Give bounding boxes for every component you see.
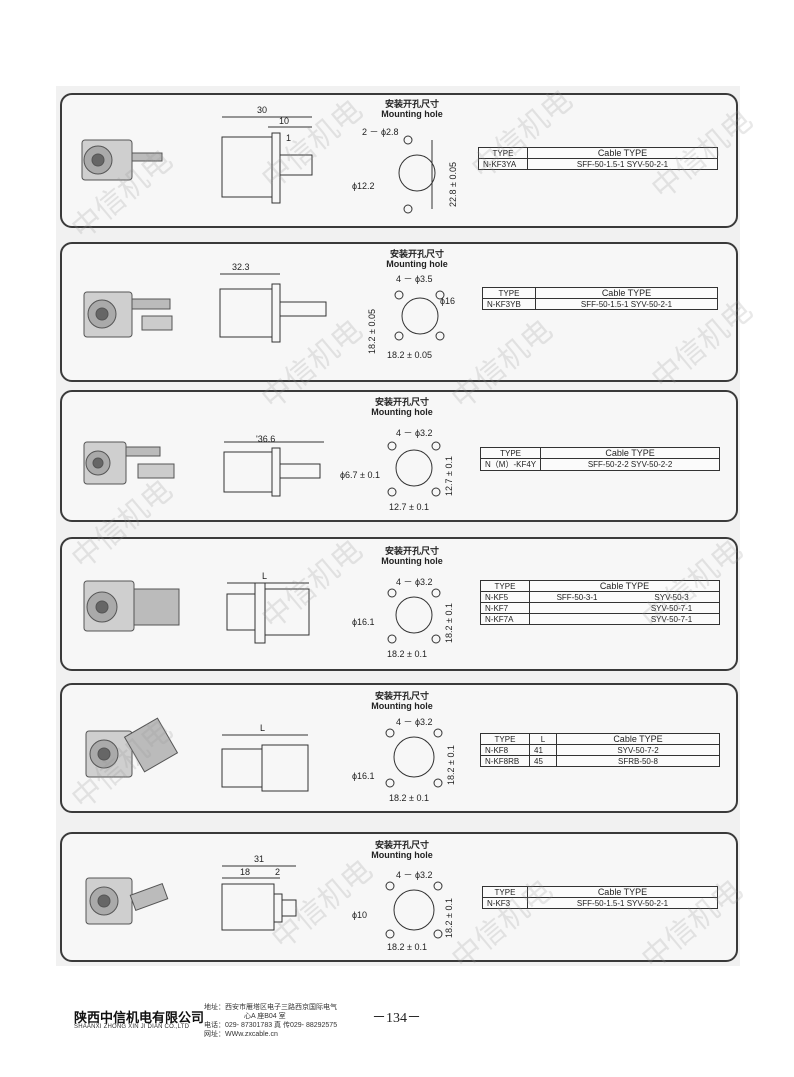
mounting-hole-diagram xyxy=(398,135,436,214)
dim-diameter: ϕ16.1 xyxy=(352,617,375,627)
connector-photo xyxy=(83,441,175,485)
connector-photo xyxy=(81,139,163,181)
connector-drawings xyxy=(83,441,441,497)
side-view-drawing xyxy=(221,734,309,792)
dim-holes: 4 － ϕ3.2 xyxy=(396,577,433,587)
dim-diameter: ϕ10 xyxy=(352,910,368,920)
company-name-en: SHAANXI ZHONG XIN JI DIAN CO.,LTD xyxy=(74,1024,190,1030)
side-view-drawing xyxy=(223,441,324,497)
dim-holes: 2 － ϕ2.8 xyxy=(362,127,399,137)
dim-length: 31 xyxy=(254,854,265,864)
connector-drawings xyxy=(85,865,443,939)
connector-drawings xyxy=(83,273,445,343)
mounting-hole-diagram xyxy=(385,881,443,939)
page-number: －134－ xyxy=(372,1011,421,1026)
side-view-drawing xyxy=(226,582,310,644)
dim-length: 32.3 xyxy=(232,262,250,272)
dim-vertical: 12.7 ± 0.1 xyxy=(444,456,454,496)
connector-drawings xyxy=(81,116,436,214)
dim-length: L xyxy=(260,723,266,733)
page-footer: 陕西中信机电有限公司 SHAANXI ZHONG XIN JI DIAN CO.… xyxy=(0,995,794,1045)
company-name-cn: 陕西中信机电有限公司 xyxy=(74,1010,205,1025)
phone-line: 电话：029- 87301783 真 传029- 88292575 xyxy=(204,1022,338,1029)
connector-photo xyxy=(83,291,173,338)
dim-vertical: 18.2 ± 0.1 xyxy=(444,898,454,938)
catalog-sheet xyxy=(56,86,740,966)
dim-vertical: 18.2 ± 0.1 xyxy=(446,745,456,785)
dim-diameter: ϕ16 xyxy=(440,296,456,306)
dim-c: 2 xyxy=(275,867,281,877)
dim-vertical: 22.8 ± 0.05 xyxy=(448,162,458,207)
website-line: 网址：WWw.zxcable.cn xyxy=(204,1031,278,1038)
dim-diameter: ϕ12.2 xyxy=(352,181,375,191)
dim-b: 18 xyxy=(240,867,251,877)
connector-drawings xyxy=(83,580,441,644)
connector-drawings xyxy=(85,717,443,792)
side-view-drawing xyxy=(219,273,327,343)
connector-photo xyxy=(83,580,180,632)
connector-photo xyxy=(85,717,179,778)
dim-holes: 4 － ϕ3.2 xyxy=(396,428,433,438)
dim-diameter: ϕ6.7 ± 0.1 xyxy=(340,470,381,480)
dim-diameter: ϕ16.1 xyxy=(352,771,375,781)
side-view-drawing xyxy=(221,865,297,931)
dim-c: 1 xyxy=(286,133,292,143)
address-line-1: 地址：西安市雁塔区电子三路西京国际电气 xyxy=(204,1004,337,1011)
dim-length: 30 xyxy=(257,105,268,115)
dim-b: 10 xyxy=(279,116,290,126)
connector-photo xyxy=(85,877,169,925)
side-view-drawing xyxy=(221,116,313,204)
mounting-hole-diagram xyxy=(387,441,441,497)
dim-vertical: 18.2 ± 0.1 xyxy=(444,603,454,643)
mounting-hole-diagram xyxy=(387,588,441,644)
dim-horizontal: 18.2 ± 0.1 xyxy=(389,793,429,803)
dim-length: '36.6 xyxy=(256,434,276,444)
dim-horizontal: 18.2 ± 0.1 xyxy=(387,649,427,659)
dim-vertical: 18.2 ± 0.05 xyxy=(367,309,377,354)
mounting-hole-diagram xyxy=(385,728,443,788)
address-line-2: 心A 座B04 室 xyxy=(244,1013,286,1020)
dim-holes: 4 － ϕ3.5 xyxy=(396,274,433,284)
dim-horizontal: 18.2 ± 0.1 xyxy=(387,942,427,952)
dim-holes: 4 － ϕ3.2 xyxy=(396,870,433,880)
contact-info: 地址：西安市雁塔区电子三路西京国际电气 心A 座B04 室 电话：029- 87… xyxy=(204,1003,337,1039)
dim-horizontal: 12.7 ± 0.1 xyxy=(389,502,429,512)
dim-holes: 4 － ϕ3.2 xyxy=(396,717,433,727)
mounting-hole-diagram xyxy=(394,290,445,341)
dim-length: L xyxy=(262,571,268,581)
dim-horizontal: 18.2 ± 0.05 xyxy=(387,350,432,360)
